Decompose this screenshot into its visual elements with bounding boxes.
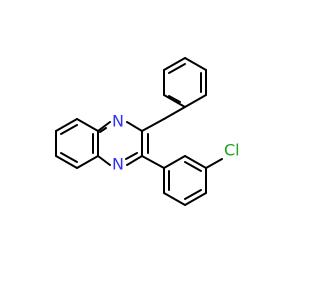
chlorine-label: Cl (224, 141, 240, 160)
bond (184, 57, 207, 71)
bond (168, 95, 181, 103)
pyrazine-ring (97, 121, 149, 166)
bond (126, 121, 143, 132)
bond (126, 155, 143, 166)
bond (60, 124, 78, 135)
bond (184, 94, 207, 108)
bond (184, 192, 207, 206)
molecule-structure: N N Cl (0, 0, 300, 300)
methylene-bond (163, 106, 186, 120)
bond (184, 155, 207, 169)
bond (184, 189, 202, 200)
benzo-ring (55, 118, 99, 169)
bond (55, 118, 78, 132)
bond (60, 152, 78, 163)
chlorine-bond (205, 158, 223, 169)
bond (97, 121, 111, 132)
bond (97, 155, 111, 166)
aryl-bond (141, 155, 165, 169)
benzyl-phenyl-ring (163, 57, 207, 108)
bond (163, 155, 186, 169)
chlorophenyl-ring (163, 155, 207, 206)
bond (184, 161, 202, 172)
nitrogen-label-top: N (112, 112, 124, 131)
background (0, 0, 300, 300)
bond (76, 155, 99, 169)
bond (163, 94, 186, 108)
bond (125, 152, 138, 160)
bond (168, 63, 186, 74)
nitrogen-label-bottom: N (112, 155, 124, 174)
bond (76, 118, 99, 132)
bond (163, 192, 186, 206)
bond (163, 57, 186, 71)
bond (55, 155, 78, 169)
bond (99, 127, 107, 133)
methylene-bond (141, 118, 165, 132)
